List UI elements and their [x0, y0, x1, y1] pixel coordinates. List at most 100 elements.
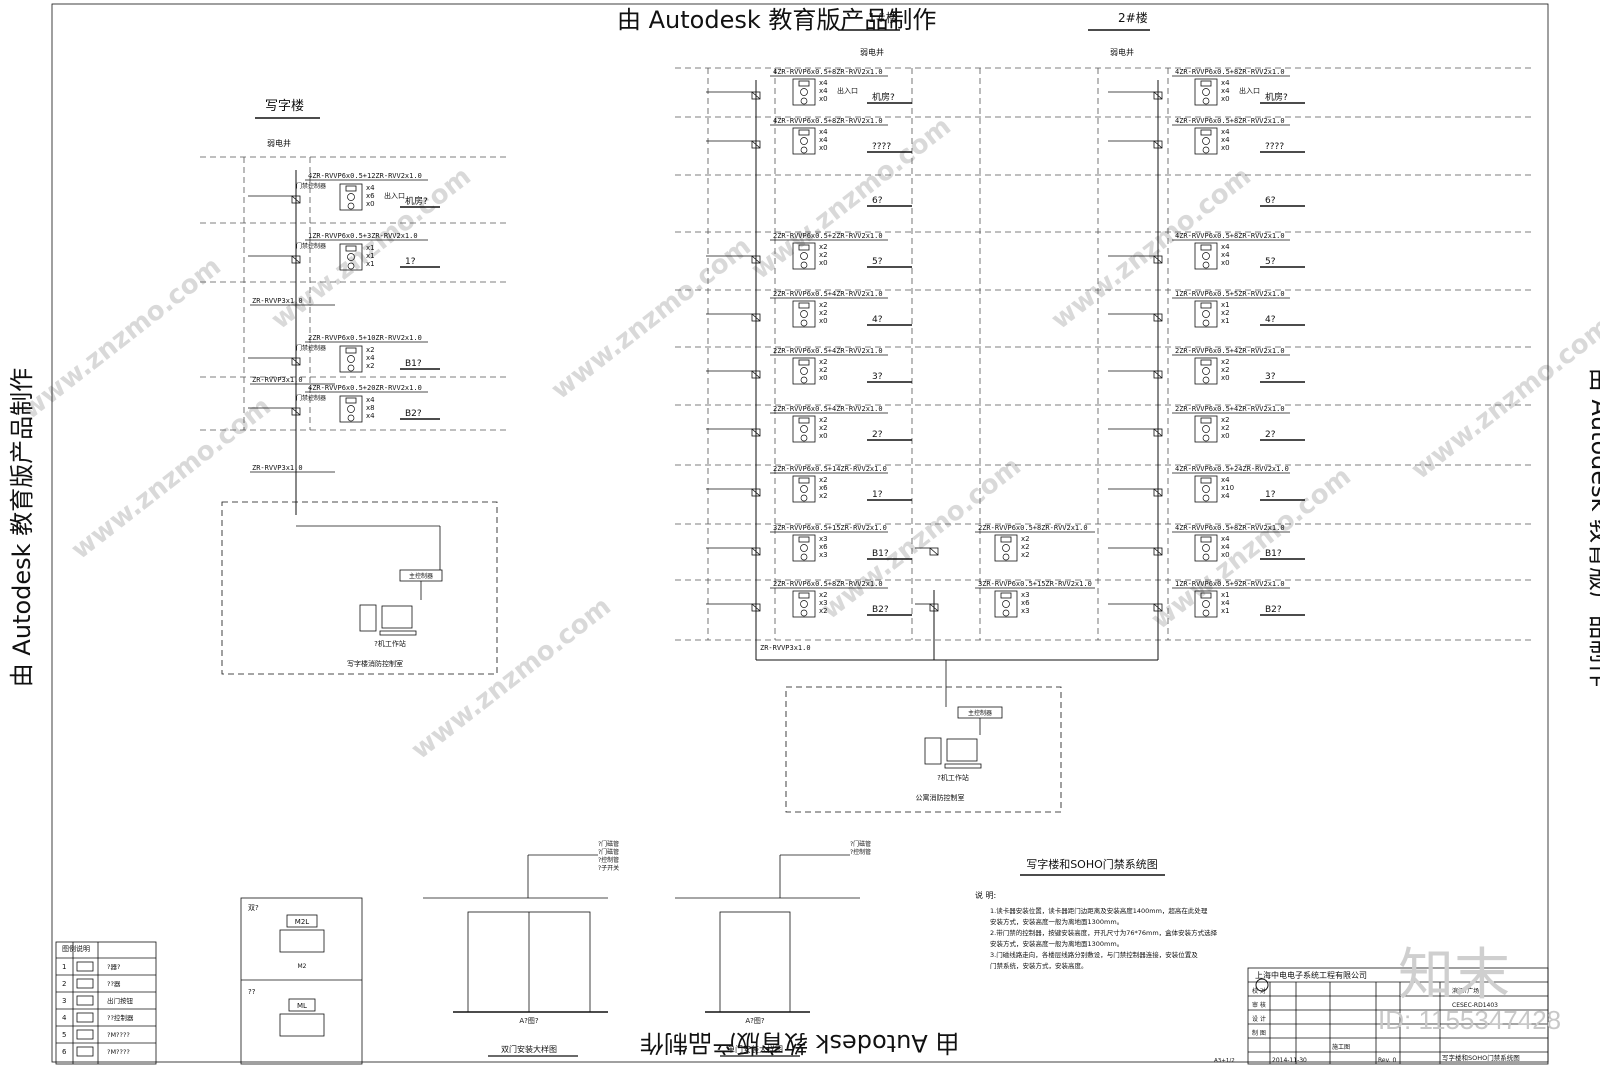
door-controller-box [291, 195, 301, 204]
controller-mark [1153, 488, 1163, 497]
reader-group-box [1194, 534, 1218, 562]
exit-button-symbol [800, 600, 808, 608]
door-note: ?门磁管 [598, 848, 619, 856]
door-controller-box [1153, 370, 1163, 379]
floor-name: B2? [405, 409, 422, 419]
exit-button-symbol [1202, 485, 1210, 493]
exit-button-symbol [800, 544, 808, 552]
pc-monitor [946, 738, 978, 762]
brand-logo: 知末 [1398, 943, 1510, 1008]
floor-cable: 2ZR-RVVP6x0.5+4ZR-RVV2x1.0 [773, 405, 883, 413]
legend-no: 1 [62, 963, 66, 971]
controller-mark [751, 488, 761, 497]
controller-mark [291, 255, 301, 264]
exit-button-symbol [1202, 88, 1210, 96]
device-count: x0 [1221, 144, 1230, 152]
tb-date: 2014-11-30 [1272, 1057, 1307, 1064]
legend-no: 6 [62, 1048, 67, 1056]
device-count: x2 [819, 358, 828, 366]
device-count: x3 [1021, 607, 1030, 615]
reader-group-box [339, 395, 363, 423]
m2-label: M2 [298, 963, 307, 970]
legend-no: 3 [62, 997, 66, 1005]
door-contact-symbol [1002, 553, 1010, 561]
exit-button-symbol [1202, 310, 1210, 318]
device-count: x1 [366, 244, 375, 252]
door-contact-symbol [1202, 434, 1210, 442]
floor-cable: 4ZR-RVVP6x0.5+8ZR-RVV2x1.0 [773, 117, 883, 125]
floor-cable: 3ZR-RVVP6x0.5+15ZR-RVV2x1.0 [773, 524, 887, 532]
exit-button-symbol [800, 485, 808, 493]
legend-name: ??控制器 [107, 1013, 134, 1022]
site-watermark: www.znzmo.com [1146, 462, 1357, 636]
floor-name: 4? [1265, 315, 1276, 325]
id-badge: ID: 1155347428 [1378, 1005, 1562, 1035]
door-controller-box [1153, 140, 1163, 149]
legend-no: 5 [62, 1031, 66, 1039]
floor-cable: 2ZR-RVVP6x0.5+10ZR-RVV2x1.0 [308, 334, 422, 342]
legend-name: ?M???? [107, 1048, 130, 1056]
door-contact-symbol [1202, 609, 1210, 617]
tb-row-label: 校 对 [1252, 987, 1266, 995]
exit-button-symbol [1202, 252, 1210, 260]
card-reader-symbol [798, 477, 810, 484]
floor-cable: 2ZR-RVVP6x0.5+4ZR-RVV2x1.0 [773, 290, 883, 298]
exit-button-symbol [800, 252, 808, 260]
door-contact-symbol [1202, 376, 1210, 384]
controller-label: 门禁控制器 [296, 182, 326, 190]
entry-note: 出入口 [1239, 86, 1260, 95]
reader-group-box [792, 415, 816, 443]
card-reader-symbol [798, 129, 810, 136]
exit-button-symbol [800, 425, 808, 433]
device-count: x4 [1221, 535, 1230, 543]
legend-symbol [76, 995, 94, 1006]
card-reader-symbol [798, 536, 810, 543]
legend-symbol [76, 978, 94, 989]
floor-name: 1? [405, 257, 416, 267]
device-count: x0 [1221, 551, 1230, 559]
ml-label: ML [297, 1002, 307, 1010]
card-reader-symbol [345, 397, 357, 404]
floor-name: 6? [1265, 196, 1276, 206]
reader-group-box [994, 590, 1018, 618]
controller-mark [751, 313, 761, 322]
device-count: x0 [819, 259, 828, 267]
device-count: x2 [1221, 416, 1230, 424]
title-block [1247, 967, 1549, 1065]
device-count: x2 [819, 424, 828, 432]
watermark-bottom: 由 Autodesk 教育版产品制作 [640, 1029, 960, 1057]
control-room-label: 写字楼消防控制室 [347, 659, 403, 668]
card-reader-symbol [1200, 129, 1212, 136]
floor-name: 5? [1265, 257, 1276, 267]
notes-title: 说 明: [975, 890, 996, 900]
legend-name: ?M???? [107, 1031, 130, 1039]
device-count: x3 [819, 551, 828, 559]
card-reader-symbol [1200, 80, 1212, 87]
door-contact-symbol [800, 609, 808, 617]
device-count: x2 [1221, 424, 1230, 432]
exit-button-symbol [800, 88, 808, 96]
tb-drawing: 写字楼和SOHO门禁系统图 [1442, 1053, 1520, 1062]
device-count: x3 [1021, 591, 1030, 599]
floor-cable: 4ZR-RVVP6x0.5+12ZR-RVV2x1.0 [308, 172, 422, 180]
entry-note: 出入口 [837, 86, 858, 95]
exit-button-symbol [347, 355, 355, 363]
floor-cable: 2ZR-RVVP6x0.5+14ZR-RVV2x1.0 [773, 465, 887, 473]
control-room-label: 公寓消防控制室 [916, 793, 965, 802]
door-caption: 单门安装大样图 [727, 1044, 783, 1054]
floor-name: B2? [1265, 605, 1282, 615]
shaft-label: 弱电井 [1110, 47, 1134, 57]
floor-cable: 2ZR-RVVP6x0.5+2ZR-RVV2x1.0 [773, 232, 883, 240]
device-count: x2 [1021, 543, 1030, 551]
controller-mark [1153, 255, 1163, 264]
lock-body [279, 1013, 325, 1037]
reader-group-box [1194, 242, 1218, 270]
door-controller-box [1153, 547, 1163, 556]
device-count: x4 [1221, 79, 1230, 87]
note-line: 3.门磁线路走向，各楼层线路分别敷设，与门禁控制器连接，安装位置及 [990, 950, 1198, 959]
device-count: x2 [819, 251, 828, 259]
door-controller-box [929, 603, 939, 612]
door-contact-symbol [800, 553, 808, 561]
controller-mark [929, 547, 939, 556]
door-controller-box [751, 140, 761, 149]
